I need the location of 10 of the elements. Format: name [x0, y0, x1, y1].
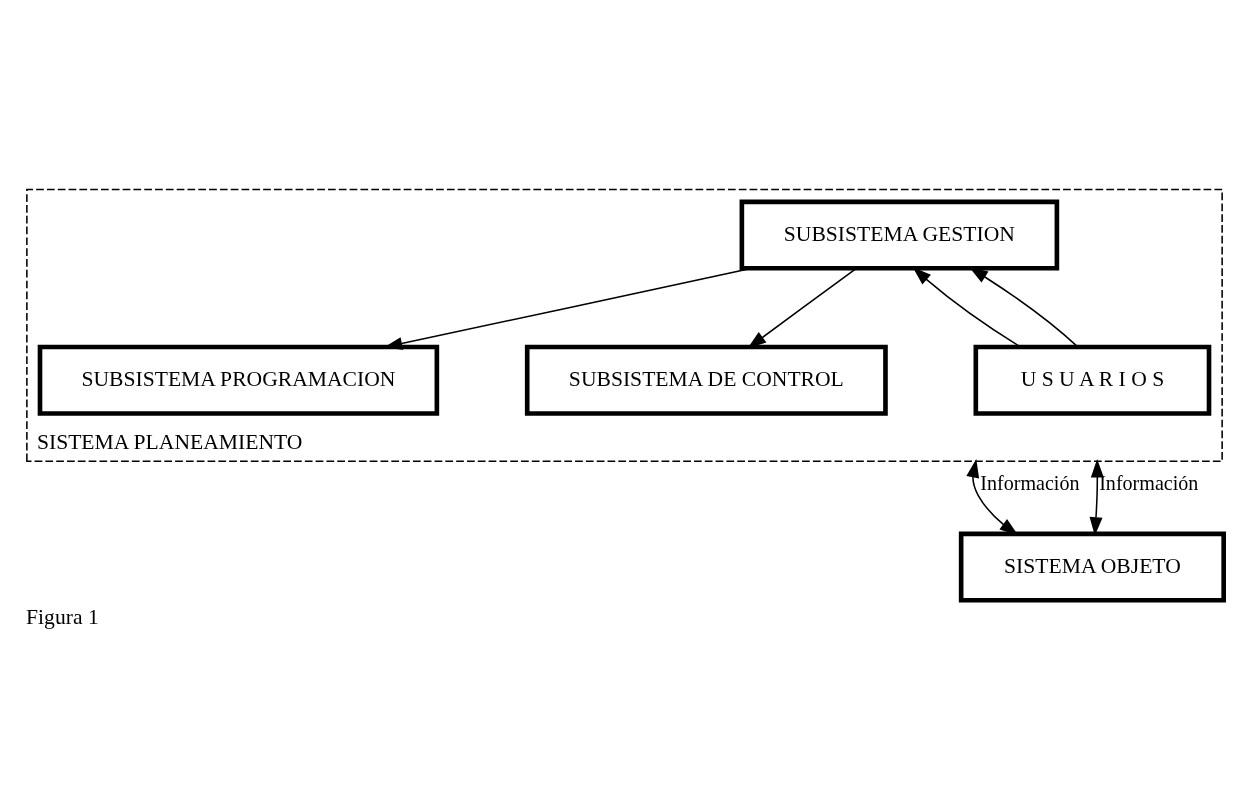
caption: Figura 1	[26, 604, 99, 629]
node-box: SUBSISTEMA GESTION	[739, 199, 1060, 271]
node-box: SISTEMA OBJETO	[958, 531, 1226, 603]
arrow	[747, 267, 857, 348]
node-box: U S U A R I O S	[973, 344, 1212, 416]
node-box: SUBSISTEMA DE CONTROL	[524, 344, 888, 416]
arrow	[966, 458, 1019, 535]
edge-label: Información	[1099, 471, 1199, 494]
node-box: SUBSISTEMA PROGRAMACION	[37, 344, 440, 416]
edge-label: Información	[980, 471, 1080, 494]
